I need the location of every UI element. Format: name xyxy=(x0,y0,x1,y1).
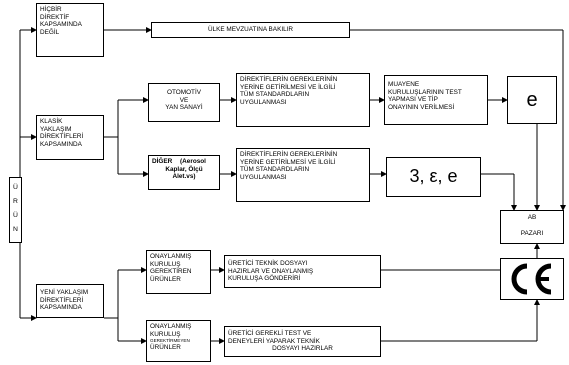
box-text-line: UYGULANMASI xyxy=(240,174,287,182)
box-text-line: OTOMOTİV xyxy=(167,89,201,96)
box-text-line: DENEYLERİ YAPARAK TEKNİK xyxy=(228,337,320,345)
box-text-line: UYGULANMASI xyxy=(240,99,287,107)
urun-letter: Ü xyxy=(13,184,18,191)
urun-letter: Ü xyxy=(13,212,18,219)
box-text-line: Alet.vs) xyxy=(172,173,196,181)
box-text-line: DİREKTİFLERİN GEREKLERİNİN xyxy=(240,151,338,158)
isaret-box: 3, ε, e xyxy=(386,157,481,197)
diger-first-line: DİĞER (Aerosol xyxy=(152,158,216,166)
urun-letter: N xyxy=(13,226,18,233)
urun-letter: R xyxy=(13,198,18,205)
otomotiv-box: OTOMOTİV VE YAN SANAYİ xyxy=(148,83,220,122)
box-text-line: YENİ YAKLAŞIM xyxy=(40,289,89,296)
isaret-marks: 3, ε, e xyxy=(409,166,458,187)
box-text-line: YAN SANAYİ xyxy=(165,104,203,112)
box-text-line: DOSYAYI HAZIRLAR xyxy=(272,345,333,353)
box-text-line: DİREKTİF xyxy=(40,13,70,21)
klasik-yaklasim-box: KLASİK YAKLAŞIM DİREKTİFLERİ KAPSAMINDA xyxy=(36,115,104,160)
box-text-line: YAPMASI VE TİP xyxy=(388,96,438,104)
ce-mark-icon xyxy=(511,263,552,295)
box-text-line: KLASİK xyxy=(40,118,63,125)
box-text-line: VE xyxy=(179,96,189,104)
muayene-box: MUAYENE KURULUŞLARININ TEST YAPMASI VE T… xyxy=(384,75,488,125)
box-text-line: ÜRÜNLER xyxy=(150,276,181,284)
box-text-line: AB xyxy=(527,214,537,221)
box-text-line: DEĞİL xyxy=(40,29,60,37)
box-text-line: ONAYININ VERİLMESİ xyxy=(388,104,455,112)
box-text-line: HAZIRLAR VE ONAYLANMIŞ xyxy=(228,267,314,275)
diger-label: DİĞER xyxy=(152,158,173,165)
box-text-line: HİÇBİR xyxy=(40,6,62,13)
box-text-line: ONAYLANMIŞ xyxy=(150,253,192,260)
box-text-line: KAPSAMINDA xyxy=(40,304,82,312)
box-text-line: ÜRETİCİ TEKNİK DOSYAYI xyxy=(228,260,308,267)
box-text-line: DİREKTİFLERİ xyxy=(40,296,84,304)
ulke-mevzuati-box: ÜLKE MEVZUATINA BAKILIR xyxy=(151,22,350,38)
box-text-line: KURULUŞ xyxy=(150,260,181,268)
box-text-line: ÜLKE MEVZUATINA BAKILIR xyxy=(207,26,294,33)
diger-aside: (Aerosol xyxy=(180,158,206,165)
direktif-gereklilik-box-2: DİREKTİFLERİN GEREKLERİNİN YERİNE GETİRİ… xyxy=(236,148,370,202)
box-text-line: DİREKTİFLERİ xyxy=(40,133,84,141)
box-text-line: YAKLAŞIM xyxy=(40,125,72,133)
ab-pazari-box: AB PAZARI xyxy=(500,210,564,244)
box-text-line: TÜM STANDARDLARIN xyxy=(240,166,310,174)
box-text-line: GEREKTİRMEYEN xyxy=(150,338,190,344)
box-text-line: TÜM STANDARDLARIN xyxy=(240,91,310,99)
yeni-yaklasim-box: YENİ YAKLAŞIM DİREKTİFLERİ KAPSAMINDA xyxy=(36,284,104,318)
box-text-line: KAPSAMINDA xyxy=(40,141,82,149)
diger-box: DİĞER (Aerosol Kaplar, Ölçü Alet.vs) xyxy=(148,155,220,190)
box-text-line: GEREKTİREN xyxy=(150,268,192,276)
e-mark-box: e xyxy=(507,76,557,124)
box-text-line: KAPSAMINDA xyxy=(40,21,82,29)
box-text-line: KURULUŞLARININ TEST xyxy=(388,88,462,96)
uretici-test-deney-box: ÜRETİCİ GEREKLİ TEST VE DENEYLERİ YAPARA… xyxy=(224,326,381,357)
uretici-teknik-dosya-box: ÜRETİCİ TEKNİK DOSYAYI HAZIRLAR VE ONAYL… xyxy=(224,255,381,288)
urun-box: Ü R Ü N xyxy=(9,177,22,243)
box-text-line: KURULUŞA GÖNDERİRİ xyxy=(228,275,301,283)
onay-gerektirmeyen-box: ONAYLANMIŞ KURULUŞ GEREKTİRMEYEN ÜRÜNLER xyxy=(146,320,211,362)
box-text-line: YERİNE GETİRİLMESİ VE İLGİLİ xyxy=(240,83,336,91)
box-text-line: MUAYENE xyxy=(388,81,420,88)
box-text-line: ÜRETİCİ GEREKLİ TEST VE xyxy=(228,330,312,337)
box-text-line: ÜRÜNLER xyxy=(150,343,181,351)
e-mark: e xyxy=(526,89,538,111)
box-text-line: ONAYLANMIŞ xyxy=(150,323,192,330)
hicbir-direktif-box: HİÇBİR DİREKTİF KAPSAMINDA DEĞİL xyxy=(36,3,104,57)
box-text-line: KURULUŞ xyxy=(150,330,181,338)
box-text-line: DİREKTİFLERİN GEREKLERİNİN xyxy=(240,76,338,83)
box-text-line: PAZARI xyxy=(520,229,544,237)
onay-gerektiren-box: ONAYLANMIŞ KURULUŞ GEREKTİREN ÜRÜNLER xyxy=(146,250,211,294)
ce-mark-box: CE xyxy=(500,258,564,300)
direktif-gereklilik-box-1: DİREKTİFLERİN GEREKLERİNİN YERİNE GETİRİ… xyxy=(236,73,370,127)
box-text-line: Kaplar, Ölçü xyxy=(165,165,203,173)
box-text-line: YERİNE GETİRİLMESİ VE İLGİLİ xyxy=(240,158,336,166)
